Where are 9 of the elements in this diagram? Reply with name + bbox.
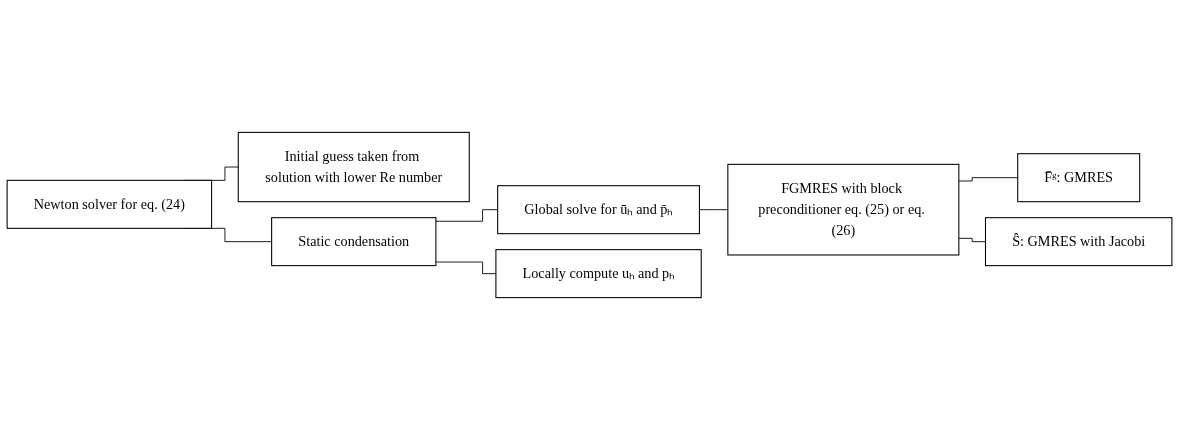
node-box: Newton solver for eq. (24) — [6, 179, 213, 229]
node-box: Ŝ: GMRES with Jacobi — [984, 217, 1173, 267]
node-box: Static condensation — [271, 217, 437, 267]
node-box: Global solve for ūₕ and p̄ₕ — [497, 185, 700, 235]
node-box: Initial guess taken from solution with lower Re number — [237, 131, 470, 203]
node-box: F̄ᵍ: GMRES — [1017, 153, 1141, 203]
node-box: FGMRES with block preconditioner eq. (25) or eq. (26) — [727, 163, 960, 256]
node-box: Locally compute uₕ and pₕ — [495, 249, 702, 299]
connector — [958, 237, 986, 243]
